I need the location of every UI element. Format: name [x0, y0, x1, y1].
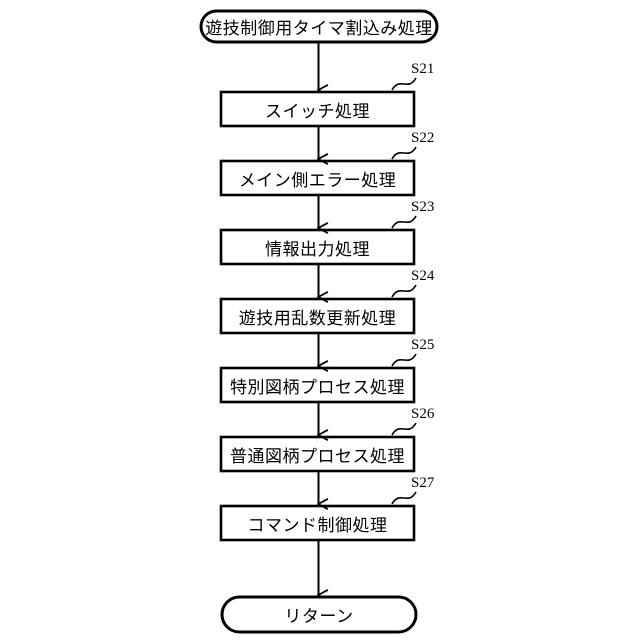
process-box-s25: [219, 366, 416, 404]
process-label-s21: スイッチ処理: [265, 101, 370, 121]
step-tag-s24: S24: [411, 268, 435, 284]
end-terminator-label: リターン: [284, 607, 354, 626]
start-terminator-label: 遊技制御用タイマ割込み処理: [205, 19, 433, 38]
step-tag-s22: S22: [411, 130, 435, 146]
process-label-s22: メイン側エラー処理: [238, 170, 397, 190]
leader-line-s26: [391, 422, 417, 436]
step-tag-s25: S25: [411, 337, 435, 353]
leader-line-s24: [391, 284, 417, 298]
process-box-s21: [219, 90, 416, 128]
leader-line-s27: [391, 491, 417, 505]
end-terminator-shape: [220, 595, 418, 634]
leader-line-s21: [391, 77, 417, 91]
step-tag-s26: S26: [411, 406, 435, 422]
leader-line-s25: [391, 353, 417, 367]
step-tag-s27: S27: [411, 475, 435, 491]
step-tag-s21: S21: [411, 61, 435, 77]
leader-line-s23: [391, 215, 417, 229]
process-label-s27: コマンド制御処理: [247, 515, 388, 535]
process-label-s23: 情報出力処理: [265, 239, 370, 259]
process-label-s25: 特別図柄プロセス処理: [230, 377, 405, 397]
process-label-s26: 普通図柄プロセス処理: [230, 446, 405, 466]
process-box-s27: [219, 504, 416, 542]
process-label-s24: 遊技用乱数更新処理: [238, 308, 397, 328]
step-tag-s23: S23: [411, 199, 435, 215]
leader-line-s22: [391, 146, 417, 160]
